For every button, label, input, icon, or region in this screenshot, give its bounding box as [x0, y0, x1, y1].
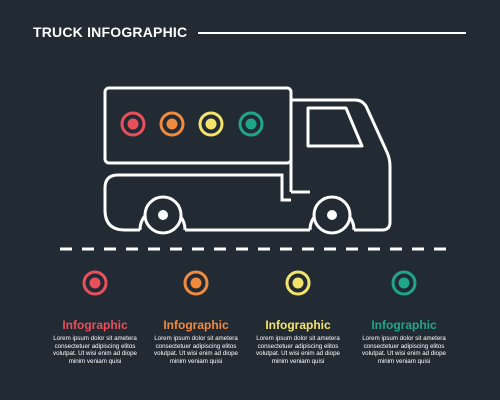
truck-cab	[291, 98, 392, 232]
step-heading: Infographic	[163, 318, 229, 332]
step-1: Infographic Lorem ipsum dolor sit ameter…	[45, 318, 145, 365]
step-heading: Infographic	[265, 318, 331, 332]
step-marker-yellow-icon	[285, 270, 311, 296]
step-2: Infographic Lorem ipsum dolor sit ameter…	[146, 318, 246, 365]
truck-illustration	[60, 86, 450, 296]
footer-strip	[0, 400, 500, 416]
infographic-canvas: TRUCK INFOGRAPHIC I	[0, 0, 500, 400]
stock-id-label: 1817681514	[496, 300, 500, 339]
step-heading: Infographic	[62, 318, 128, 332]
cargo-dot-orange-icon	[159, 111, 185, 137]
page-title: TRUCK INFOGRAPHIC	[33, 24, 188, 40]
step-body: Lorem ipsum dolor sit ametera consectetu…	[362, 335, 446, 365]
cargo-dot-yellow-icon	[198, 111, 224, 137]
step-marker-red-icon	[82, 270, 108, 296]
truck-chassis	[118, 173, 291, 202]
step-heading: Infographic	[371, 318, 437, 332]
step-body: Lorem ipsum dolor sit ametera consectetu…	[154, 335, 238, 365]
step-3: Infographic Lorem ipsum dolor sit ameter…	[248, 318, 348, 365]
cab-window-icon	[306, 106, 364, 148]
truck-body-lower	[103, 173, 140, 232]
step-body: Lorem ipsum dolor sit ametera consectetu…	[256, 335, 340, 365]
cargo-dot-green-icon	[238, 111, 264, 137]
front-hub-icon	[327, 210, 337, 220]
step-marker-green-icon	[391, 270, 417, 296]
rear-hub-icon	[158, 210, 168, 220]
step-4: Infographic Lorem ipsum dolor sit ameter…	[354, 318, 454, 365]
cargo-dot-red-icon	[120, 111, 146, 137]
step-body: Lorem ipsum dolor sit ametera consectetu…	[53, 335, 137, 365]
step-marker-orange-icon	[183, 270, 209, 296]
title-rule	[198, 32, 466, 34]
